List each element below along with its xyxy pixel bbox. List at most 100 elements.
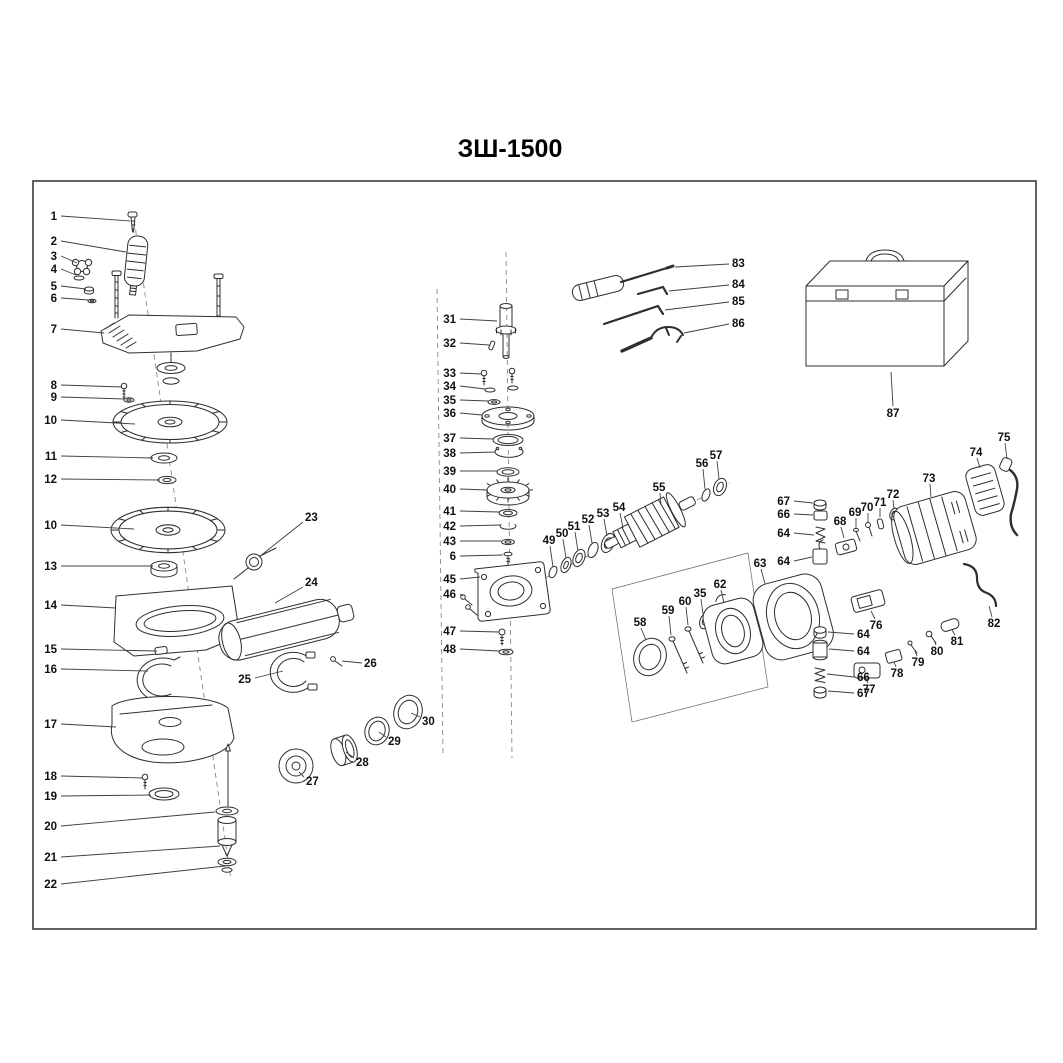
- leader-line-10: [60, 419, 136, 425]
- leader-line-12: [60, 478, 161, 481]
- part-48-washer: [498, 648, 514, 656]
- part-64d-carbon-brush: [812, 639, 828, 661]
- callout-59: 59: [662, 605, 675, 617]
- part-34-washer: [484, 385, 519, 393]
- part-46-screws: [460, 594, 478, 616]
- part-82-cable: [962, 562, 998, 608]
- part-8-screw: [120, 382, 128, 399]
- leader-line-14: [60, 604, 117, 609]
- leader-line-74: [976, 457, 981, 469]
- part-3-star-knob: [71, 258, 93, 276]
- callout-1: 1: [51, 211, 58, 223]
- part-14-guard-cover: [113, 585, 241, 657]
- leader-line-3: [60, 255, 78, 264]
- callout-34: 34: [443, 381, 456, 393]
- part-23-spring: [233, 547, 277, 580]
- part-79-pin: [907, 640, 918, 654]
- leader-line-63: [760, 568, 766, 585]
- callout-37: 37: [443, 433, 456, 445]
- leader-line-86: [683, 323, 730, 334]
- leader-line-7: [60, 328, 105, 334]
- part-11-flange-washer: [150, 452, 178, 464]
- callout-28: 28: [356, 757, 369, 769]
- leader-line-40: [459, 488, 488, 491]
- part-67c-cap: [813, 686, 827, 699]
- callout-74: 74: [970, 447, 983, 459]
- leader-line-32: [459, 342, 490, 346]
- part-63-housing-shell: [752, 573, 834, 661]
- callout-68: 68: [834, 516, 847, 528]
- part-57-bearing: [712, 477, 728, 497]
- part-66c-spring: [814, 667, 826, 683]
- callout-72: 72: [887, 489, 900, 501]
- part-68-lever: [834, 538, 858, 556]
- part-37-ring: [492, 434, 524, 446]
- part-86-pin-wrench: [620, 326, 684, 353]
- part-60-bolt: [684, 626, 705, 664]
- part-12-washer: [157, 475, 177, 485]
- callout-2: 2: [51, 236, 57, 248]
- callout-57: 57: [710, 450, 723, 462]
- leader-line-38: [459, 451, 496, 454]
- callout-82: 82: [988, 618, 1001, 630]
- part-39-ring: [496, 467, 520, 477]
- callout-35: 35: [443, 395, 456, 407]
- leader-line-23: [258, 521, 304, 558]
- part-35-washer: [487, 399, 501, 405]
- leader-line-49: [549, 545, 554, 568]
- leader-line-76: [870, 610, 876, 620]
- part-18-screw: [141, 773, 149, 790]
- leader-line-16: [60, 668, 149, 672]
- leader-line-5: [60, 285, 87, 290]
- leader-line-47: [459, 630, 500, 633]
- leader-line-8: [60, 384, 123, 388]
- leader-line-37: [459, 437, 494, 440]
- leader-line-6: [60, 297, 90, 301]
- callout-30: 30: [422, 716, 435, 728]
- part-76-brush-bracket: [850, 589, 886, 613]
- callout-70: 70: [861, 502, 874, 514]
- callout-83: 83: [732, 258, 745, 270]
- part-36-bearing-flange: [481, 406, 535, 431]
- leader-line-68: [840, 526, 845, 539]
- callout-35: 35: [694, 588, 707, 600]
- part-20-21-22-spindle-set: [215, 743, 239, 873]
- part-51-ring: [572, 548, 586, 568]
- callout-51: 51: [568, 521, 581, 533]
- leader-line-1: [60, 215, 131, 222]
- leader-line-75: [1004, 442, 1008, 460]
- part-5-nut: [84, 286, 94, 295]
- callout-20: 20: [44, 821, 57, 833]
- part-4-washer: [73, 275, 85, 281]
- part-49-washer: [548, 565, 558, 579]
- part-66a-brush-holder: [813, 510, 828, 521]
- leader-line-45: [459, 576, 481, 580]
- part-62-stator: [702, 594, 764, 665]
- diagram-title: ЗШ-1500: [458, 135, 563, 163]
- callout-8: 8: [51, 380, 58, 392]
- leader-line-18: [60, 775, 144, 779]
- callout-64: 64: [777, 528, 790, 540]
- callout-66: 66: [857, 672, 870, 684]
- leader-line-26: [341, 660, 363, 664]
- part-2-side-handle: [123, 235, 149, 296]
- leader-line-10: [60, 524, 135, 530]
- leader-line-55: [659, 492, 662, 506]
- callout-38: 38: [443, 448, 456, 460]
- callout-27: 27: [306, 776, 319, 788]
- callout-56: 56: [696, 458, 709, 470]
- part-6-washer: [87, 298, 97, 304]
- callout-31: 31: [443, 314, 456, 326]
- callout-11: 11: [45, 451, 58, 463]
- leader-line-52: [588, 524, 593, 544]
- part-74-rear-cover: [965, 464, 1005, 516]
- part-29-ring: [364, 716, 390, 746]
- callout-67: 67: [857, 688, 870, 700]
- callout-45: 45: [443, 574, 456, 586]
- callout-85: 85: [732, 296, 745, 308]
- part-42-circlip: [499, 524, 517, 530]
- diagram-border: [32, 180, 1037, 930]
- part-85-hex-key: [602, 304, 665, 326]
